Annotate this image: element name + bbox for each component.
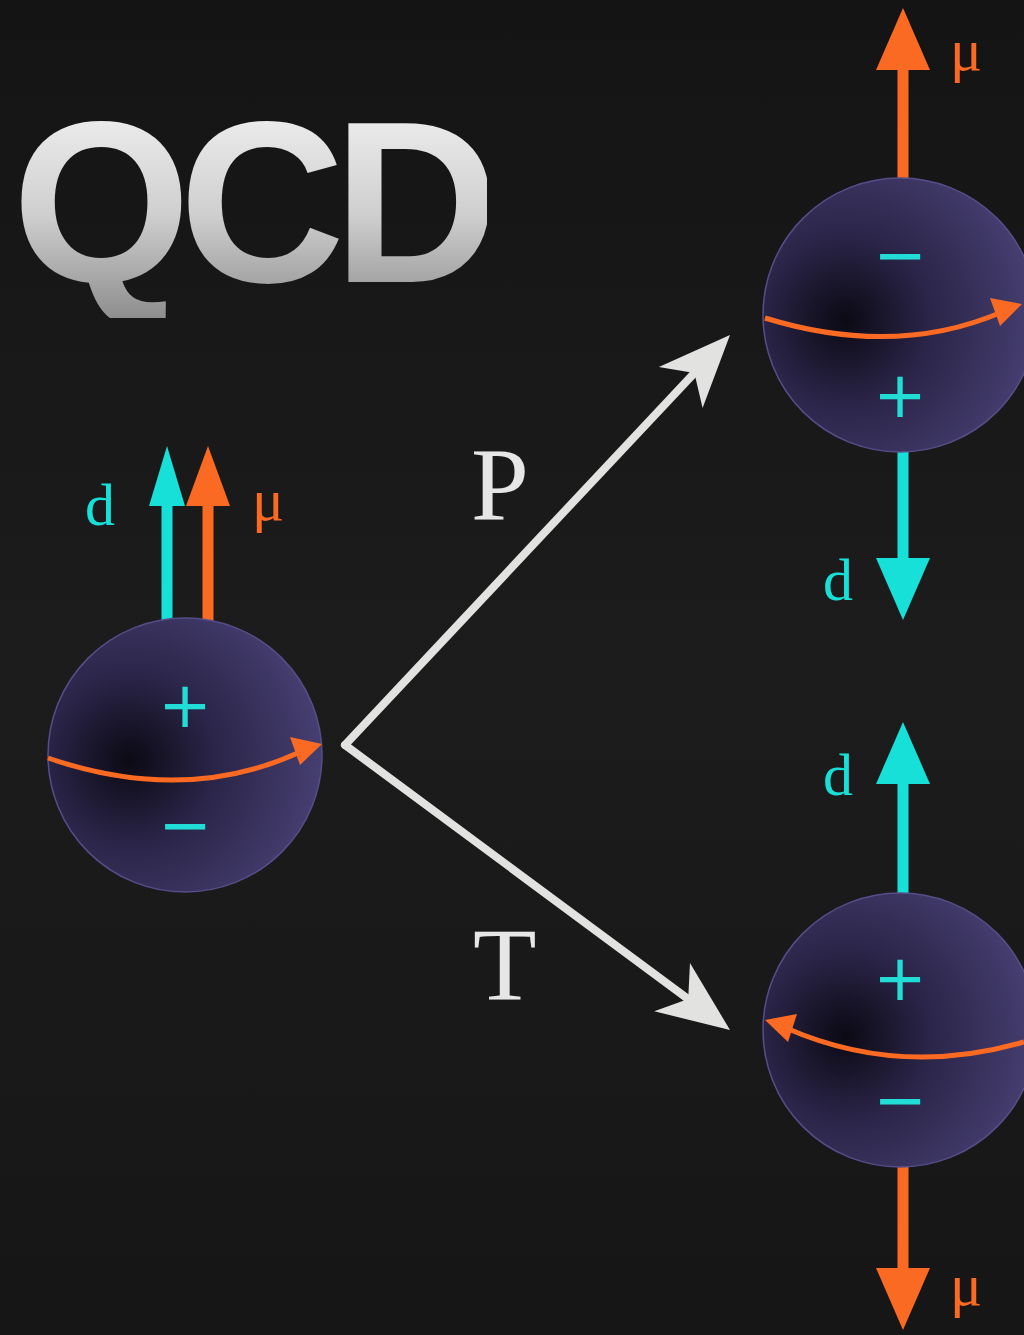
dipole-arrowhead bbox=[876, 558, 930, 620]
transform-arrow bbox=[345, 745, 730, 1030]
charge-sign: + bbox=[762, 360, 1024, 430]
spin-arrowhead bbox=[990, 298, 1022, 326]
sphere-circle bbox=[48, 618, 322, 892]
charge-sign: − bbox=[47, 790, 323, 860]
transform-arrow bbox=[345, 335, 730, 745]
moment-label: μ bbox=[252, 470, 284, 530]
charge-sign: + bbox=[762, 943, 1024, 1013]
operation-label: P bbox=[471, 433, 529, 537]
sphere-circle bbox=[763, 893, 1024, 1167]
moment-label: μ bbox=[950, 20, 982, 80]
sphere-node: +− bbox=[762, 892, 1024, 1168]
charge-sign: + bbox=[47, 670, 323, 740]
diagram-title: QCD bbox=[12, 88, 487, 318]
dipole-label: d bbox=[85, 475, 115, 535]
spin-arc bbox=[48, 752, 300, 780]
moment-label: μ bbox=[950, 1255, 982, 1315]
spin-arrowhead bbox=[290, 737, 322, 765]
sphere-node: +− bbox=[47, 617, 323, 893]
sphere-circle bbox=[763, 178, 1024, 452]
charge-sign: − bbox=[762, 220, 1024, 290]
arrow-shaft bbox=[345, 371, 696, 745]
moment-arrowhead bbox=[876, 8, 930, 70]
moment-arrowhead bbox=[186, 446, 230, 506]
spin-arc bbox=[765, 312, 1002, 337]
spin-arc bbox=[786, 1028, 1024, 1057]
moment-arrow bbox=[898, 1165, 909, 1270]
dipole-arrow bbox=[898, 450, 909, 560]
dipole-arrow bbox=[898, 782, 909, 895]
spin-arrowhead bbox=[765, 1014, 797, 1042]
moment-arrow bbox=[898, 68, 909, 180]
moment-arrowhead bbox=[876, 1268, 930, 1330]
dipole-label: d bbox=[823, 745, 853, 805]
dipole-label: d bbox=[823, 550, 853, 610]
operation-label: T bbox=[473, 913, 537, 1017]
dipole-arrow bbox=[162, 500, 173, 622]
dipole-arrowhead bbox=[876, 722, 930, 784]
arrowhead bbox=[659, 335, 730, 408]
dipole-arrowhead bbox=[149, 446, 185, 506]
sphere-node: −+ bbox=[762, 177, 1024, 453]
charge-sign: − bbox=[762, 1065, 1024, 1135]
moment-arrow bbox=[203, 500, 214, 622]
arrowhead bbox=[654, 963, 730, 1030]
